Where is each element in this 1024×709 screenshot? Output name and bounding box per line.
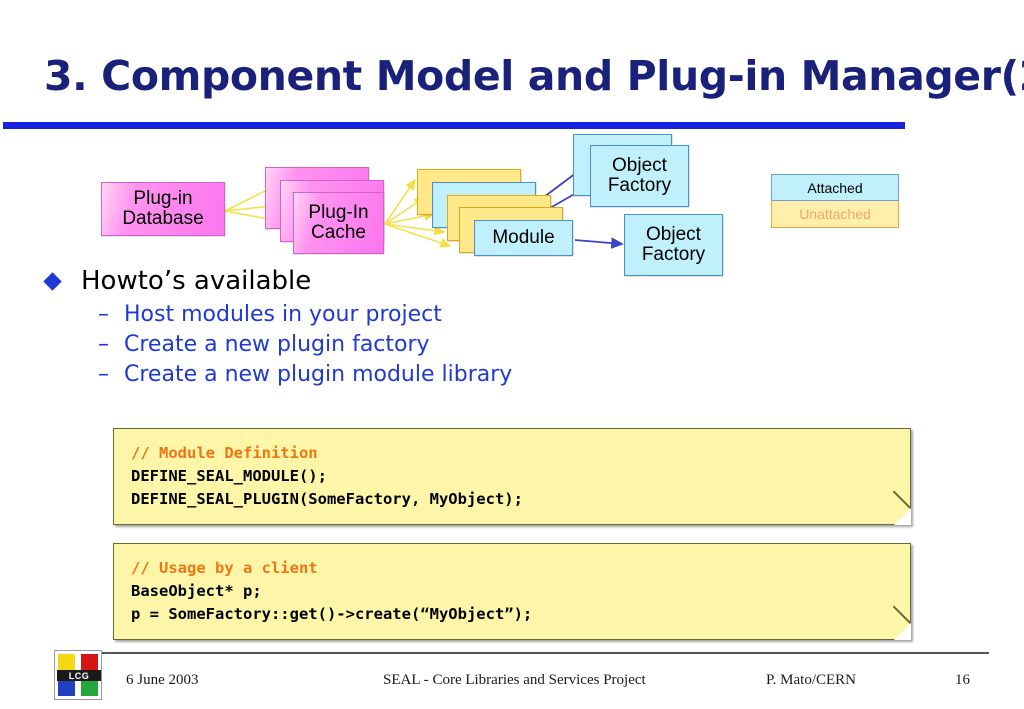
footer-date: 6 June 2003 [126, 672, 199, 688]
logo-square-green [81, 679, 98, 696]
title-underline-rule [3, 122, 905, 129]
bullet-main-label: Howto’s available [81, 266, 312, 296]
footer-page-number: 16 [955, 672, 970, 688]
logo-square-red [81, 654, 98, 671]
logo-text: LCG [57, 670, 101, 681]
code-block-client-usage: // Usage by a client BaseObject* p; p = … [113, 543, 912, 640]
legend-unattached-label: Unattached [799, 206, 871, 222]
node-plugin-cache-label-1: Plug-In [308, 202, 369, 224]
code-block-module-definition: // Module Definition DEFINE_SEAL_MODULE(… [113, 428, 912, 525]
page-fold-icon [894, 508, 911, 525]
page-title: 3. Component Model and Plug-in Manager(2… [44, 52, 1024, 100]
footer-project-name: SEAL - Core Libraries and Services Proje… [383, 672, 646, 688]
bullet-sub-2-label: Create a new plugin module library [124, 362, 513, 387]
node-plugin-cache: Plug-In Cache [293, 192, 384, 254]
node-module-label: Module [492, 227, 555, 249]
node-object-factory-1-label-2: Factory [607, 175, 672, 196]
dash-bullet-icon: – [98, 332, 109, 357]
bullet-sub-1-label: Create a new plugin factory [124, 332, 430, 357]
node-object-factory-2: Object Factory [624, 214, 723, 276]
node-plugin-database: Plug-in Database [101, 182, 225, 236]
code-comment: // Usage by a client [131, 559, 318, 577]
lcg-logo-icon: LCG [54, 650, 102, 700]
page-fold-icon [894, 623, 911, 640]
node-object-factory-2-label-2: Factory [641, 244, 706, 265]
architecture-diagram: Plug-in Database Plug-In Cache Module Ob… [0, 128, 1024, 278]
dash-bullet-icon: – [98, 362, 109, 387]
legend-attached-label: Attached [807, 179, 863, 196]
node-object-factory-1-label-1: Object [612, 155, 667, 177]
node-plugin-database-label-2: Database [122, 208, 204, 229]
bullet-main: Howto’s available [43, 266, 746, 296]
bullet-list: Howto’s available – Host modules in your… [43, 266, 746, 392]
slide-footer: 6 June 2003 SEAL - Core Libraries and Se… [0, 660, 1024, 705]
bullet-sub-0: – Host modules in your project [98, 302, 746, 327]
bullet-sub-0-label: Host modules in your project [124, 302, 442, 327]
bullet-sub-2: – Create a new plugin module library [98, 362, 746, 387]
code-line: DEFINE_SEAL_MODULE(); [131, 466, 327, 485]
node-plugin-cache-label-2: Cache [311, 222, 366, 243]
footer-author: P. Mato/CERN [766, 672, 857, 688]
code-comment: // Module Definition [131, 444, 318, 462]
logo-square-blue [58, 679, 75, 696]
diagram-legend: Attached Unattached [771, 174, 899, 228]
legend-item-attached: Attached [771, 174, 899, 201]
code-line: BaseObject* p; [131, 581, 262, 600]
footer-divider [57, 652, 989, 654]
diamond-bullet-icon [43, 271, 62, 291]
legend-item-unattached: Unattached [771, 201, 899, 228]
bullet-sub-1: – Create a new plugin factory [98, 332, 746, 357]
code-line: p = SomeFactory::get()->create(“MyObject… [131, 604, 533, 623]
node-plugin-database-label-1: Plug-in [133, 188, 193, 210]
logo-square-yellow [58, 654, 75, 671]
dash-bullet-icon: – [98, 302, 109, 327]
code-line: DEFINE_SEAL_PLUGIN(SomeFactory, MyObject… [131, 489, 523, 508]
node-object-factory-2-label-1: Object [646, 224, 701, 246]
node-object-factory-1: Object Factory [590, 145, 689, 207]
node-module: Module [474, 220, 573, 256]
